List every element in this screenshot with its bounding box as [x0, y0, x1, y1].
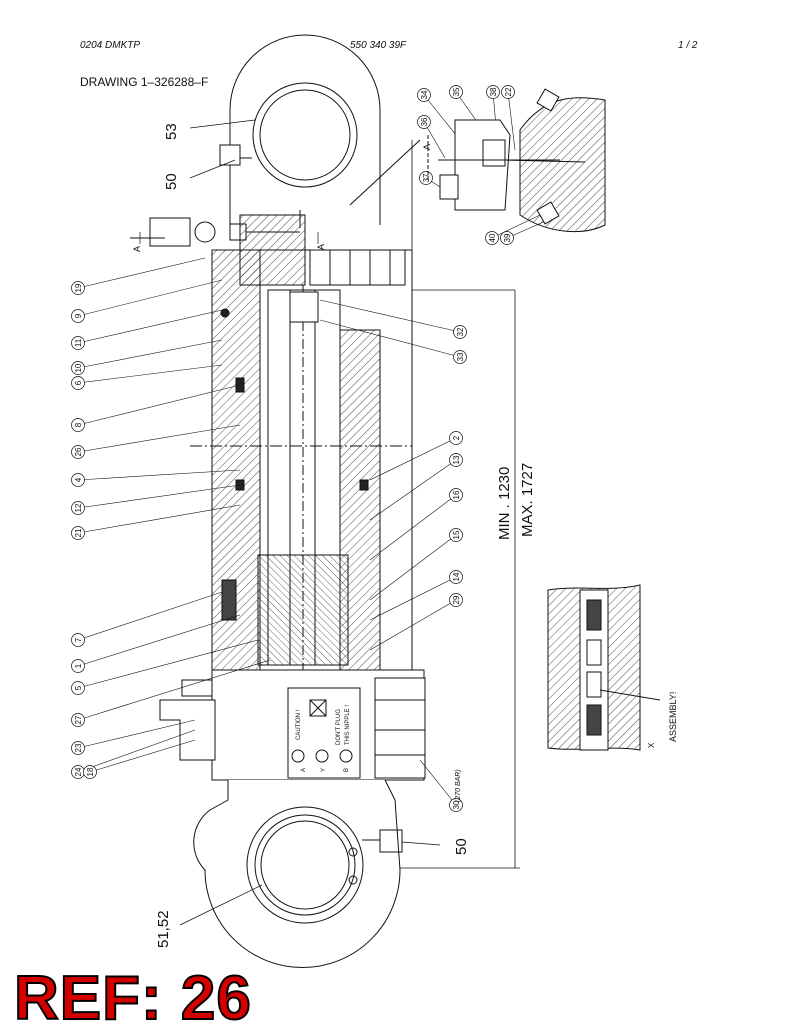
balloon-5: 5	[71, 639, 259, 695]
balloon-10: 10	[71, 339, 223, 375]
balloon-15: 15	[369, 528, 463, 601]
balloon-36: 36	[417, 115, 446, 159]
balloon-label: 33	[456, 352, 465, 361]
balloon-label: 30	[452, 800, 461, 809]
balloon-14: 14	[369, 570, 463, 621]
balloon-label: 22	[504, 87, 513, 96]
balloon-22: 22	[501, 85, 516, 151]
balloons-detail: 34 35 38 22 36 37 40 39	[417, 85, 549, 245]
balloon-16: 16	[369, 488, 463, 561]
balloon-label: 4	[74, 477, 83, 482]
balloon-label: 5	[74, 685, 83, 690]
balloon-27: 27	[71, 659, 271, 727]
balloon-9: 9	[71, 279, 223, 323]
balloon-12: 12	[71, 484, 241, 515]
balloon-8: 8	[71, 384, 241, 432]
balloon-6: 6	[71, 364, 223, 390]
balloon-29: 29	[369, 593, 463, 651]
balloon-label: 16	[452, 490, 461, 499]
dimension-min: MIN . 1230	[496, 467, 513, 540]
port-b-label: B	[344, 768, 350, 772]
balloon-label: 9	[74, 313, 83, 318]
detail-view-x	[547, 584, 661, 751]
header-part-code: 0204 DMKTP	[80, 40, 141, 51]
cylinder-body	[190, 214, 413, 675]
balloon-26: 26	[71, 424, 241, 459]
balloon-label: 35	[452, 87, 461, 96]
balloon-label: 39	[503, 233, 512, 242]
balloon-30: 30	[419, 759, 463, 812]
balloon-label: 13	[452, 455, 461, 464]
balloon-label: 36	[420, 117, 429, 126]
part-label-50-bottom: 50	[453, 838, 470, 855]
balloon-label: 27	[74, 715, 83, 724]
balloon-label: 11	[74, 338, 83, 347]
balloon-11: 11	[71, 309, 223, 350]
balloon-label: 34	[420, 90, 429, 99]
detail-x-label: X	[647, 742, 656, 748]
part-label-51-52: 51,52	[155, 910, 172, 948]
part-label-50-top: 50	[163, 173, 180, 190]
balloon-label: 7	[74, 637, 83, 642]
balloon-4: 4	[71, 469, 241, 487]
balloon-label: 12	[74, 503, 83, 512]
drawing-title: DRAWING 1–326288–F	[80, 75, 209, 89]
detail-view-a-a	[427, 88, 606, 233]
balloon-label: 29	[452, 595, 461, 604]
cylinder-base	[159, 669, 426, 781]
balloon-32: 32	[319, 299, 467, 339]
balloon-label: 32	[456, 327, 465, 336]
balloon-label: 14	[452, 572, 461, 581]
balloon-2: 2	[369, 431, 463, 481]
balloon-label: 23	[74, 743, 83, 752]
balloon-label: 40	[488, 233, 497, 242]
section-a-left: A	[132, 246, 142, 252]
dimension-max: MAX. 1727	[519, 463, 536, 537]
balloon-7: 7	[71, 591, 223, 647]
balloon-19: 19	[71, 257, 206, 295]
balloon-23: 23	[71, 719, 196, 755]
part-label-53: 53	[163, 123, 180, 140]
balloon-label: 21	[74, 528, 83, 537]
balloon-label: 38	[489, 87, 498, 96]
balloon-18: 18	[83, 739, 196, 779]
assembly-note: ASSEMBLY!	[668, 692, 678, 742]
header-part-number: 550 340 39F	[350, 40, 407, 51]
balloon-label: 15	[452, 530, 461, 539]
balloon-label: 8	[74, 422, 83, 427]
port-a-label: A	[301, 768, 307, 772]
decal-dont-plug: DON'T PLUG	[336, 709, 342, 745]
balloon-label: 26	[74, 447, 83, 456]
balloon-label: 1	[74, 663, 83, 668]
rod-eye-top	[219, 34, 421, 228]
balloon-label: 2	[452, 435, 461, 440]
caution-decal: CAUTION ! DON'T PLUG THIS NIPPLE ! A Y B	[296, 705, 351, 772]
balloon-13: 13	[369, 453, 463, 521]
balloon-label: 6	[74, 380, 83, 385]
note-270-bar: (270 BAR)	[455, 769, 462, 802]
ref-label: REF: 26	[13, 964, 252, 1033]
balloon-1: 1	[71, 614, 241, 673]
balloon-33: 33	[319, 319, 467, 364]
header-page-number: 1 / 2	[678, 40, 698, 51]
balloon-24: 24	[71, 729, 196, 779]
balloon-21: 21	[71, 504, 241, 540]
balloon-label: 10	[74, 363, 83, 372]
section-a-right: A	[316, 244, 326, 250]
port-y-label: Y	[321, 768, 327, 772]
balloon-label: 37	[422, 173, 431, 182]
balloon-34: 34	[417, 88, 461, 141]
decal-this-nipple: THIS NIPPLE !	[345, 705, 351, 745]
balloon-label: 24	[74, 767, 83, 776]
balloon-label: 18	[86, 767, 95, 776]
balloons-right: 32 33 2 13 16 15 14 29 30	[319, 299, 467, 812]
decal-caution: CAUTION !	[296, 709, 302, 740]
balloon-label: 19	[74, 283, 83, 292]
rod-eye-bottom	[193, 779, 403, 968]
detail-section-label: A	[422, 144, 432, 150]
dimension-line	[400, 140, 520, 869]
